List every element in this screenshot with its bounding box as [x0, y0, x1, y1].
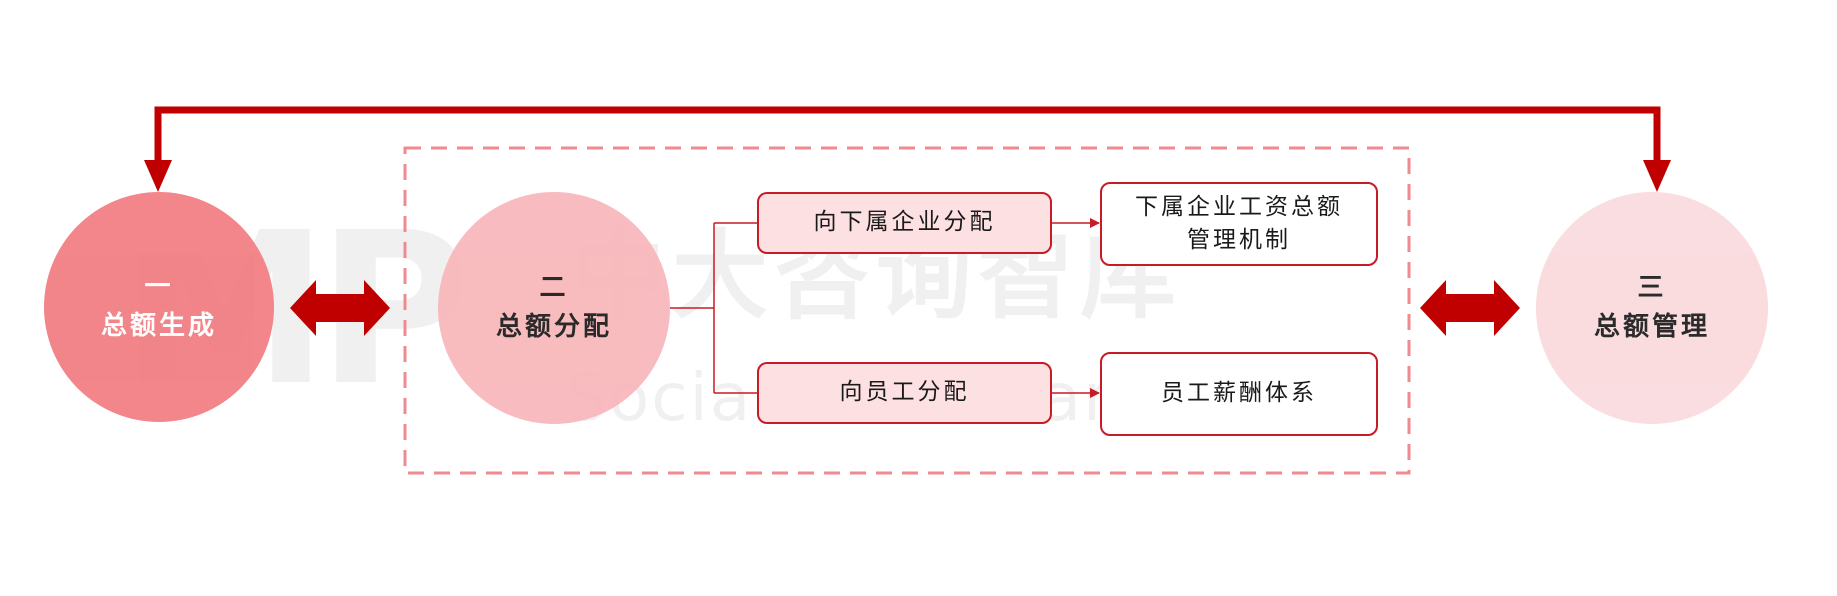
node-management-number: 三 [1637, 273, 1667, 303]
node-generation-label: 总额生成 [100, 311, 217, 341]
allocation-group-frame [403, 146, 1411, 475]
node-generation: 一 总额生成 [44, 192, 274, 422]
node-allocation-label: 总额分配 [495, 312, 612, 342]
node-allocation: 二 总额分配 [438, 192, 670, 424]
node-management: 三 总额管理 [1536, 192, 1768, 424]
box-employee-pay-system: 员工薪酬体系 [1100, 352, 1378, 436]
box-employee-allocation-label: 向员工分配 [839, 379, 970, 406]
arrowhead-to-generation [144, 160, 172, 192]
node-allocation-number: 二 [539, 273, 569, 303]
double-arrow-right [1420, 280, 1520, 336]
branch-bracket [670, 222, 757, 394]
arrowhead-to-management [1643, 160, 1671, 192]
box-subsidiary-allocation: 向下属企业分配 [757, 192, 1052, 254]
node-management-label: 总额管理 [1593, 312, 1710, 342]
box-subsidiary-mechanism: 下属企业工资总额管理机制 [1100, 182, 1378, 266]
box-subsidiary-allocation-label: 向下属企业分配 [813, 209, 996, 236]
box-employee-pay-system-label: 员工薪酬体系 [1161, 380, 1317, 407]
box-subsidiary-mechanism-label: 下属企业工资总额管理机制 [1135, 193, 1343, 253]
box-employee-allocation: 向员工分配 [757, 362, 1052, 424]
double-arrow-left [290, 280, 390, 336]
feedback-connector-line [154, 106, 1661, 162]
node-generation-number: 一 [144, 272, 174, 302]
